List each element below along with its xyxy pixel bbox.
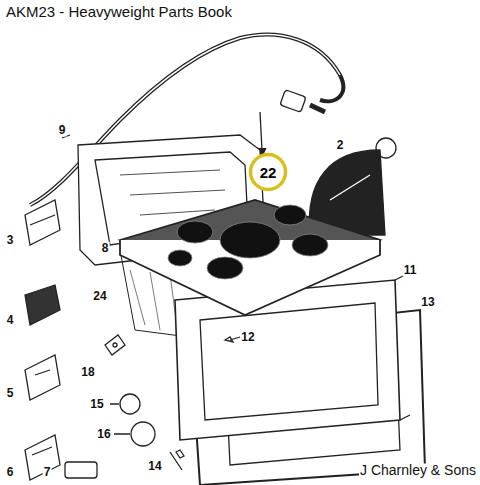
page-title: AKM23 - Heavyweight Parts Book bbox=[6, 3, 232, 20]
callout-number: 5 bbox=[6, 387, 15, 400]
callout-number: 18 bbox=[80, 366, 95, 379]
callout-number: 9 bbox=[58, 124, 67, 137]
callout-number: 15 bbox=[89, 398, 104, 411]
inner-frame bbox=[175, 280, 400, 440]
highlight-circle: 22 bbox=[248, 152, 288, 192]
tag bbox=[105, 335, 125, 355]
screw bbox=[225, 337, 240, 342]
callout-number: 8 bbox=[101, 242, 110, 255]
housing-ribs bbox=[120, 170, 225, 215]
callout-number: 14 bbox=[147, 460, 162, 473]
callout-number: 24 bbox=[92, 290, 107, 303]
callout-number: 12 bbox=[240, 331, 255, 344]
cable-ferrule bbox=[310, 105, 325, 112]
callout-number: 7 bbox=[43, 466, 52, 479]
cable-nut bbox=[280, 90, 306, 113]
callout-number: 4 bbox=[6, 314, 15, 327]
callout-number: 2 bbox=[336, 139, 345, 152]
publisher-name: J Charnley & Sons bbox=[359, 464, 477, 477]
callout-number: 22 bbox=[260, 164, 277, 181]
callout-number: 3 bbox=[6, 234, 15, 247]
ring bbox=[131, 422, 155, 446]
leader-line bbox=[110, 404, 130, 434]
panel-lamps bbox=[168, 205, 328, 279]
leader-line bbox=[260, 112, 262, 150]
callout-number: 16 bbox=[96, 428, 111, 441]
dial-needle bbox=[330, 175, 370, 200]
dial-ring bbox=[376, 138, 396, 158]
inner-frame-opening bbox=[200, 303, 378, 420]
screw bbox=[170, 450, 184, 470]
callout-number: 11 bbox=[403, 264, 418, 277]
bulb-holder bbox=[65, 462, 97, 478]
tag-hole bbox=[113, 343, 117, 347]
callout-number: 13 bbox=[420, 296, 435, 309]
callout-number: 6 bbox=[6, 466, 15, 479]
leader-line bbox=[395, 275, 410, 420]
ring bbox=[120, 394, 140, 414]
bracket-parts bbox=[25, 200, 60, 480]
highlight-ring bbox=[251, 155, 286, 190]
